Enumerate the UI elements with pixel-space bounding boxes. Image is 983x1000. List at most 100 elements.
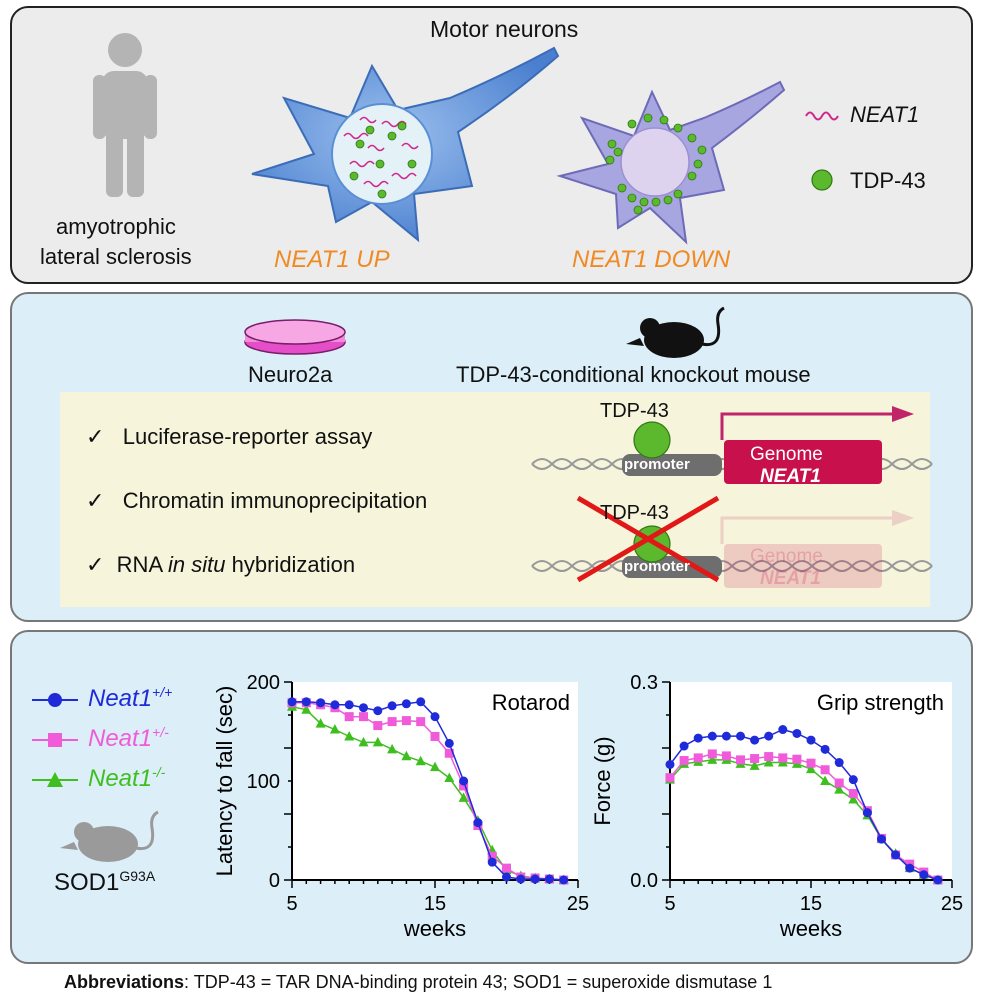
- knockout-cross-icon: [576, 495, 720, 583]
- data-point: [444, 748, 454, 758]
- data-point: [373, 721, 383, 731]
- data-point: [721, 731, 731, 741]
- y-tick-label: 0: [269, 870, 280, 892]
- panel-title: Motor neurons: [430, 16, 579, 42]
- y-tick-label: 100: [247, 771, 280, 793]
- check-mark-icon: ✓: [86, 488, 105, 513]
- data-point: [487, 857, 497, 867]
- data-point: [820, 744, 830, 754]
- data-point: [877, 834, 886, 844]
- data-point: [329, 724, 340, 734]
- data-point: [502, 872, 511, 882]
- data-point: [444, 738, 454, 748]
- data-point: [693, 733, 703, 743]
- state-up-label: NEAT1 UP: [274, 246, 390, 273]
- y-tick-label: 0.3: [630, 672, 658, 694]
- check-item: ✓ Chromatin immunoprecipitation: [86, 488, 428, 513]
- y-axis-label: Latency to fall (sec): [212, 686, 237, 877]
- data-point: [848, 789, 858, 799]
- data-point: [763, 757, 774, 767]
- neuron-neat1-down-icon: [556, 80, 786, 245]
- promoter-label: promoter: [624, 456, 690, 473]
- data-point: [301, 704, 312, 714]
- data-point: [430, 761, 440, 772]
- data-point: [764, 752, 774, 762]
- legend-name: Neat1: [88, 685, 153, 712]
- data-point: [848, 793, 859, 804]
- data-point: [707, 749, 717, 759]
- legend-name: Neat1: [88, 725, 153, 752]
- circle-marker-icon: [32, 693, 78, 707]
- legend-item: Neat1-/-: [30, 764, 230, 804]
- data-point: [665, 760, 675, 769]
- data-point: [679, 756, 689, 766]
- promoter-box: [622, 454, 722, 476]
- tdp43-label: TDP-43: [600, 400, 669, 422]
- data-point: [778, 725, 788, 735]
- genome-label-faded: Genome: [750, 546, 823, 567]
- data-point: [764, 731, 774, 741]
- tdp43-label: TDP-43: [600, 502, 669, 524]
- data-point: [416, 697, 426, 707]
- legend-genotype: +/-: [152, 724, 169, 740]
- mouse-icon: [626, 306, 725, 358]
- neat1-gene-label: NEAT1: [760, 466, 821, 487]
- promoter-label: promoter: [624, 558, 690, 575]
- data-point: [359, 703, 368, 713]
- check-item: ✓ RNA in situ hybridization: [86, 552, 356, 577]
- triangle-marker-icon: [32, 772, 78, 787]
- legend-name: Neat1: [88, 765, 153, 792]
- footer-bold: Abbreviations: [64, 972, 185, 992]
- x-tick-label: 15: [424, 893, 446, 915]
- data-point: [459, 781, 469, 791]
- data-point: [736, 755, 745, 765]
- x-tick-label: 25: [567, 893, 589, 915]
- data-point: [559, 875, 569, 885]
- data-point: [430, 731, 440, 741]
- tdp43-dot-icon: [811, 169, 833, 191]
- data-point: [401, 750, 412, 761]
- data-point: [820, 765, 830, 775]
- y-tick-label: 0.0: [630, 870, 658, 892]
- data-point: [387, 701, 397, 711]
- data-point: [707, 754, 718, 764]
- plot-area: [670, 682, 952, 880]
- data-point: [372, 736, 383, 747]
- mouse-sod1-icon: [60, 810, 159, 862]
- legend-item: Neat1+/+: [30, 684, 230, 724]
- data-point: [316, 698, 326, 708]
- state-down-label: NEAT1 DOWN: [572, 246, 731, 273]
- genome-box: [724, 440, 882, 484]
- check-mark-icon: ✓: [86, 552, 105, 577]
- data-point: [502, 863, 511, 873]
- data-point: [665, 773, 675, 783]
- square-marker-icon: [32, 733, 78, 747]
- data-point: [806, 758, 816, 768]
- data-point: [834, 758, 844, 768]
- data-point: [358, 736, 369, 747]
- cell-line-label: Neuro2a: [248, 362, 333, 387]
- neat1-rna-icon: [805, 111, 839, 121]
- panel-phenotype: Neat1+/+ Neat1+/- Neat1-/- SOD1G93A: [10, 630, 973, 964]
- data-point: [806, 763, 816, 774]
- legend-tdp43-label: TDP-43: [850, 168, 926, 193]
- data-point: [792, 754, 802, 764]
- promoter-diagram: [531, 406, 933, 588]
- x-tick-label: 15: [800, 893, 822, 915]
- check-item: ✓ Luciferase-reporter assay: [86, 424, 373, 449]
- genome-label: Genome: [750, 444, 823, 465]
- data-point: [387, 743, 398, 754]
- disease-line-1: amyotrophic: [56, 214, 176, 239]
- x-tick-label: 5: [286, 893, 297, 915]
- data-point: [750, 735, 760, 745]
- data-point: [330, 700, 340, 710]
- legend: Neat1+/+ Neat1+/- Neat1-/-: [30, 684, 230, 804]
- data-point: [707, 731, 717, 741]
- legend-genotype: -/-: [152, 764, 166, 780]
- disease-line-2: lateral sclerosis: [40, 244, 192, 269]
- data-point: [792, 728, 802, 738]
- data-point: [373, 706, 383, 716]
- data-point: [891, 850, 901, 860]
- data-point: [387, 717, 397, 727]
- data-point: [750, 754, 760, 764]
